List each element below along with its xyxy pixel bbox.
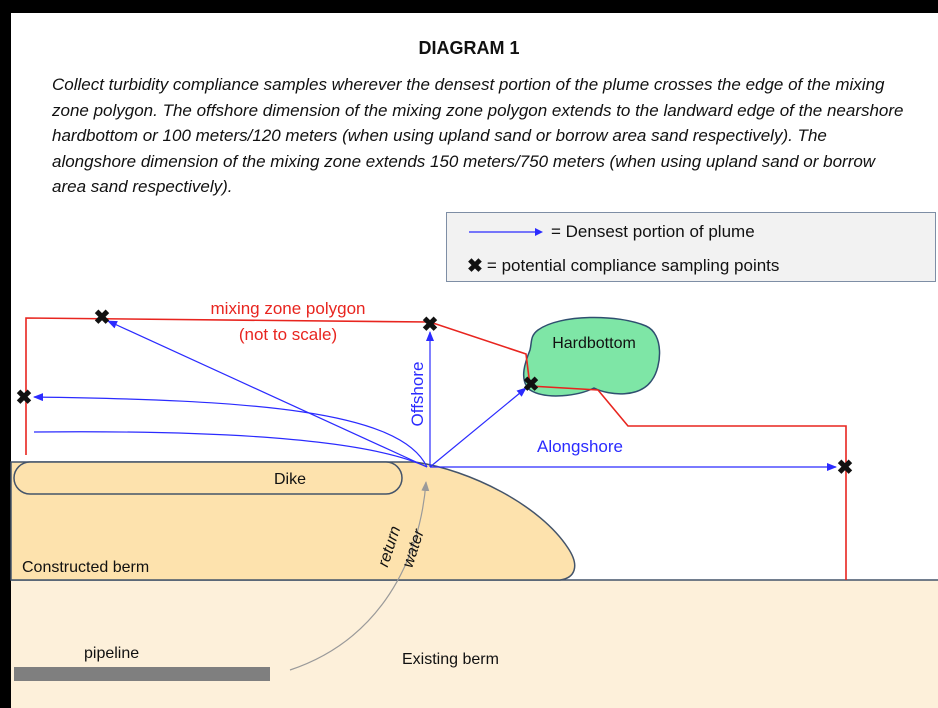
mixing-zone-label-line2: (not to scale): [239, 325, 337, 344]
legend-plume-label: = Densest portion of plume: [551, 222, 755, 241]
sampling-point-2: ✖: [422, 314, 439, 336]
mixing-zone-label-line1: mixing zone polygon: [211, 299, 366, 318]
legend-arrow-icon: [469, 228, 543, 236]
diagram-description: Collect turbidity compliance samples whe…: [52, 75, 904, 196]
legend-sampling-label: = potential compliance sampling points: [486, 256, 780, 275]
legend-row-sampling: ✖ = potential compliance sampling points: [467, 251, 779, 281]
existing-berm-area: [11, 580, 938, 708]
sampling-point-1: ✖: [94, 307, 111, 329]
plume-arrow-west: [33, 393, 428, 468]
return-water-arrow: [289, 481, 430, 671]
plume-arrow-northeast: [429, 387, 527, 468]
hardbottom-shape: [522, 316, 661, 397]
sampling-point-3: ✖: [523, 374, 540, 396]
plume-arrow-northwest: [107, 320, 428, 468]
plume-arrow-west-inner: [33, 431, 428, 468]
sampling-x-icon: ✖: [467, 255, 483, 277]
frame-left-border: [0, 0, 11, 708]
sampling-point-4: ✖: [16, 387, 33, 409]
constructed-berm-label: Constructed berm: [22, 559, 149, 576]
diagram-title: DIAGRAM 1: [418, 38, 520, 58]
existing-berm-label: Existing berm: [402, 651, 499, 668]
legend-row-plume: = Densest portion of plume: [467, 217, 755, 247]
dike-label: Dike: [274, 471, 306, 488]
offshore-label: Offshore: [408, 362, 427, 427]
mixing-zone-polygon: [25, 317, 847, 580]
pipeline-label: pipeline: [84, 645, 139, 662]
sampling-point-5: ✖: [837, 457, 854, 479]
hardbottom-label: Hardbottom: [552, 335, 636, 352]
alongshore-label: Alongshore: [537, 437, 623, 456]
pipeline-shape: [14, 667, 270, 681]
dike-shape: [13, 461, 403, 495]
legend-box: = Densest portion of plume ✖ = potential…: [446, 212, 936, 282]
frame-top-border: [0, 0, 938, 13]
